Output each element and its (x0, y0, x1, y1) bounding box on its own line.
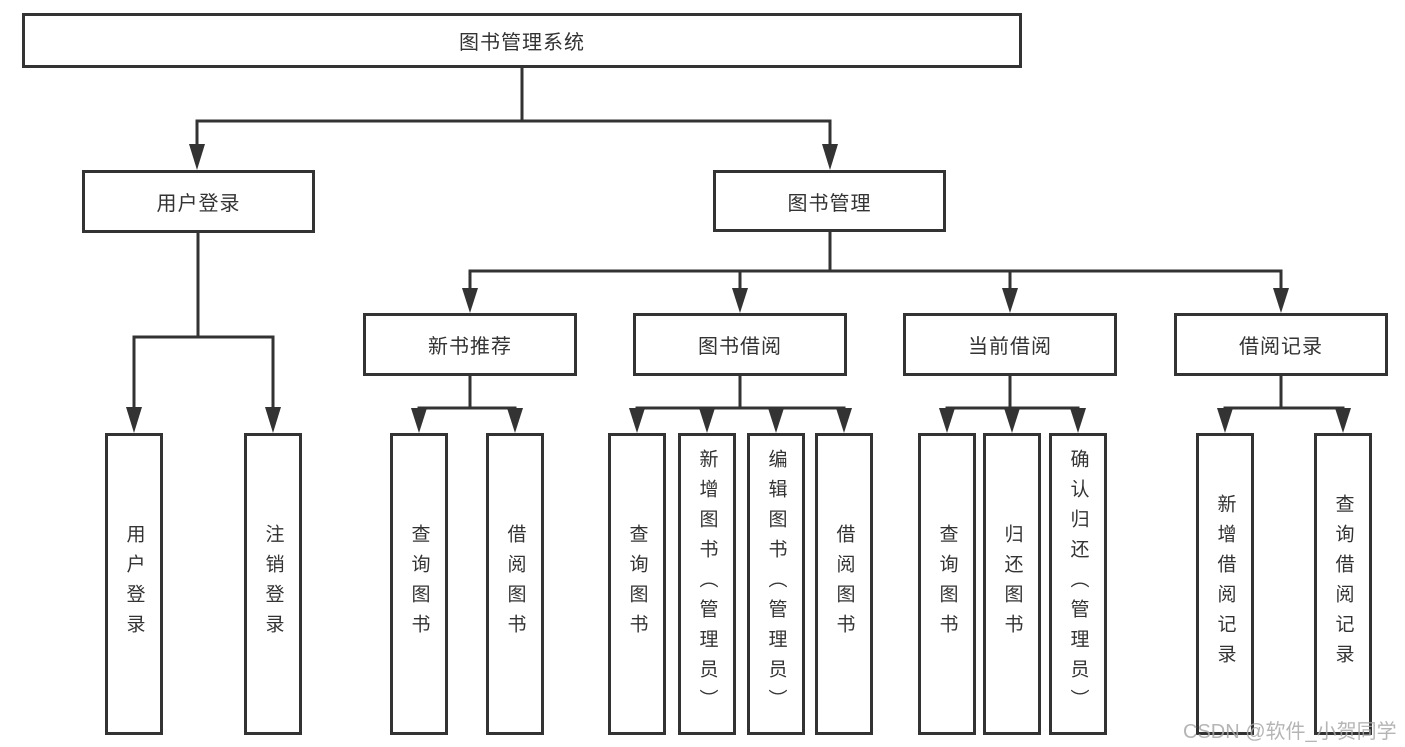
leaf-return-books-label: 归还图书 (1001, 524, 1023, 644)
leaf-query-books-current: 查询图书 (918, 433, 976, 735)
node-new-book-recommend: 新书推荐 (363, 313, 577, 376)
leaf-query-books-current-label: 查询图书 (936, 524, 958, 644)
node-library-management-system: 图书管理系统 (22, 13, 1022, 68)
csdn-watermark: CSDN @软件_小贺同学 (1183, 721, 1397, 743)
arrow-borrow-records (1273, 288, 1289, 313)
leaf-add-books-admin-label: 新增图书（管理员） (696, 449, 718, 719)
leaf-add-books-admin: 新增图书（管理员） (678, 433, 736, 735)
node-book-management-label: 图书管理 (787, 192, 872, 215)
arrow-leaf-add-books (699, 408, 715, 433)
leaf-query-books-borrow: 查询图书 (608, 433, 666, 735)
arrow-leaf-query-record (1335, 408, 1351, 433)
leaf-query-books-recommend-label: 查询图书 (408, 524, 430, 644)
leaf-edit-books-admin-label: 编辑图书（管理员） (765, 449, 787, 719)
arrow-leaf-user-login (126, 407, 142, 433)
node-library-management-system-label: 图书管理系统 (459, 32, 585, 54)
node-user-login: 用户登录 (82, 170, 315, 233)
arrow-book-management (822, 144, 838, 170)
node-current-borrow-label: 当前借阅 (968, 336, 1052, 358)
leaf-user-login-label: 用户登录 (123, 524, 145, 644)
arrow-leaf-edit-books (768, 408, 784, 433)
connector-strokes (132, 66, 1345, 412)
leaf-confirm-return-admin: 确认归还（管理员） (1049, 433, 1107, 735)
leaf-return-books: 归还图书 (983, 433, 1041, 735)
arrow-leaf-borrow-books-b (836, 408, 852, 433)
arrow-leaf-confirm-return (1070, 408, 1086, 433)
arrow-current-borrow (1002, 288, 1018, 313)
node-borrow-records-label: 借阅记录 (1239, 336, 1323, 358)
node-user-login-label: 用户登录 (156, 193, 241, 215)
leaf-query-borrow-record: 查询借阅记录 (1314, 433, 1372, 735)
node-new-book-recommend-label: 新书推荐 (428, 336, 512, 358)
leaf-edit-books-admin: 编辑图书（管理员） (747, 433, 805, 735)
node-current-borrow: 当前借阅 (903, 313, 1117, 376)
node-book-management: 图书管理 (713, 170, 946, 232)
leaf-add-borrow-record-label: 新增借阅记录 (1214, 494, 1236, 674)
arrow-leaf-return-books (1004, 408, 1020, 433)
node-borrow-records: 借阅记录 (1174, 313, 1388, 376)
leaf-confirm-return-admin-label: 确认归还（管理员） (1067, 449, 1089, 719)
leaf-logout-label: 注销登录 (262, 524, 284, 644)
leaf-query-books-recommend: 查询图书 (390, 433, 448, 735)
leaf-add-borrow-record: 新增借阅记录 (1196, 433, 1254, 735)
arrow-leaf-add-record (1217, 408, 1233, 433)
leaf-borrow-books-recommend-label: 借阅图书 (504, 524, 526, 644)
arrow-leaf-query-books-c (939, 408, 955, 433)
leaf-borrow-books: 借阅图书 (815, 433, 873, 735)
arrow-leaf-query-books-b (629, 408, 645, 433)
arrow-leaf-logout (265, 407, 281, 433)
arrow-leaf-borrow-books-a (507, 408, 523, 433)
arrow-book-borrow (732, 288, 748, 313)
leaf-borrow-books-label: 借阅图书 (833, 524, 855, 644)
leaf-logout: 注销登录 (244, 433, 302, 735)
arrow-leaf-query-books-a (411, 408, 427, 433)
leaf-user-login: 用户登录 (105, 433, 163, 735)
leaf-borrow-books-recommend: 借阅图书 (486, 433, 544, 735)
arrowheads (126, 144, 1351, 433)
node-book-borrow-label: 图书借阅 (698, 336, 782, 358)
arrow-new-book-recommend (462, 288, 478, 313)
node-book-borrow: 图书借阅 (633, 313, 847, 376)
leaf-query-borrow-record-label: 查询借阅记录 (1332, 494, 1354, 674)
arrow-user-login (189, 144, 205, 170)
leaf-query-books-borrow-label: 查询图书 (626, 524, 648, 644)
